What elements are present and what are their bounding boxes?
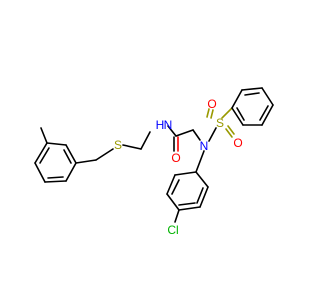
bond <box>231 107 244 126</box>
bond <box>140 131 151 150</box>
bond <box>122 144 142 150</box>
bond-double-inner <box>178 202 196 206</box>
bond-double-inner <box>259 105 269 121</box>
bond-double-inner <box>236 107 245 121</box>
bond-methyl <box>40 127 48 144</box>
bond <box>195 171 209 188</box>
bond <box>34 162 46 183</box>
atom-hydrogen-amide: H <box>156 118 165 132</box>
atom-nitrogen-sulfonamide: N <box>200 139 209 153</box>
atom-oxygen-sulfonyl-1: O <box>207 97 216 111</box>
atom-chlorine: Cl <box>167 223 178 237</box>
bond <box>192 129 201 141</box>
bond <box>231 89 243 109</box>
atom-nitrogen-amide: N <box>164 118 173 132</box>
bond-double-inner <box>196 187 204 204</box>
bond <box>241 87 263 91</box>
atom-sulfur-thioether: S <box>114 138 122 152</box>
bond-double-inner <box>63 149 72 164</box>
bond-sulfonyl-oxygen <box>225 128 233 138</box>
bond-sulfonyl-oxygen <box>210 109 214 119</box>
atom-sulfur-sulfonyl: S <box>216 116 224 130</box>
bond <box>34 142 48 164</box>
bond-double-inner <box>171 179 180 195</box>
bond <box>261 104 274 126</box>
bond <box>178 206 201 211</box>
bond <box>75 159 97 164</box>
bond <box>221 107 233 119</box>
bond-sulfonyl-oxygen <box>227 125 235 135</box>
bond-sulfonyl-oxygen <box>206 108 210 118</box>
molecule-structure-diagram: S H N O N S O O Cl <box>34 87 274 237</box>
bond-carbon-chlorine <box>174 209 180 223</box>
bond <box>208 127 217 142</box>
bond <box>44 180 67 183</box>
bond <box>65 162 77 182</box>
bond <box>195 150 205 173</box>
bond <box>95 148 114 161</box>
bond <box>65 144 77 164</box>
bond <box>174 171 197 176</box>
bond-double-inner <box>47 176 64 179</box>
bond <box>166 193 180 211</box>
bond <box>167 125 177 137</box>
bonds <box>34 87 274 223</box>
bond <box>261 87 274 106</box>
atom-oxygen-carbonyl: O <box>171 151 180 165</box>
atom-oxygen-sulfonyl-2: O <box>233 136 242 150</box>
bond <box>46 142 67 146</box>
bond <box>166 174 176 195</box>
atom-labels: S H N O N S O O Cl <box>114 97 243 237</box>
bond-double-inner <box>39 147 50 164</box>
bond-double-inner <box>244 92 260 96</box>
bond <box>199 186 209 208</box>
bond <box>175 129 194 137</box>
